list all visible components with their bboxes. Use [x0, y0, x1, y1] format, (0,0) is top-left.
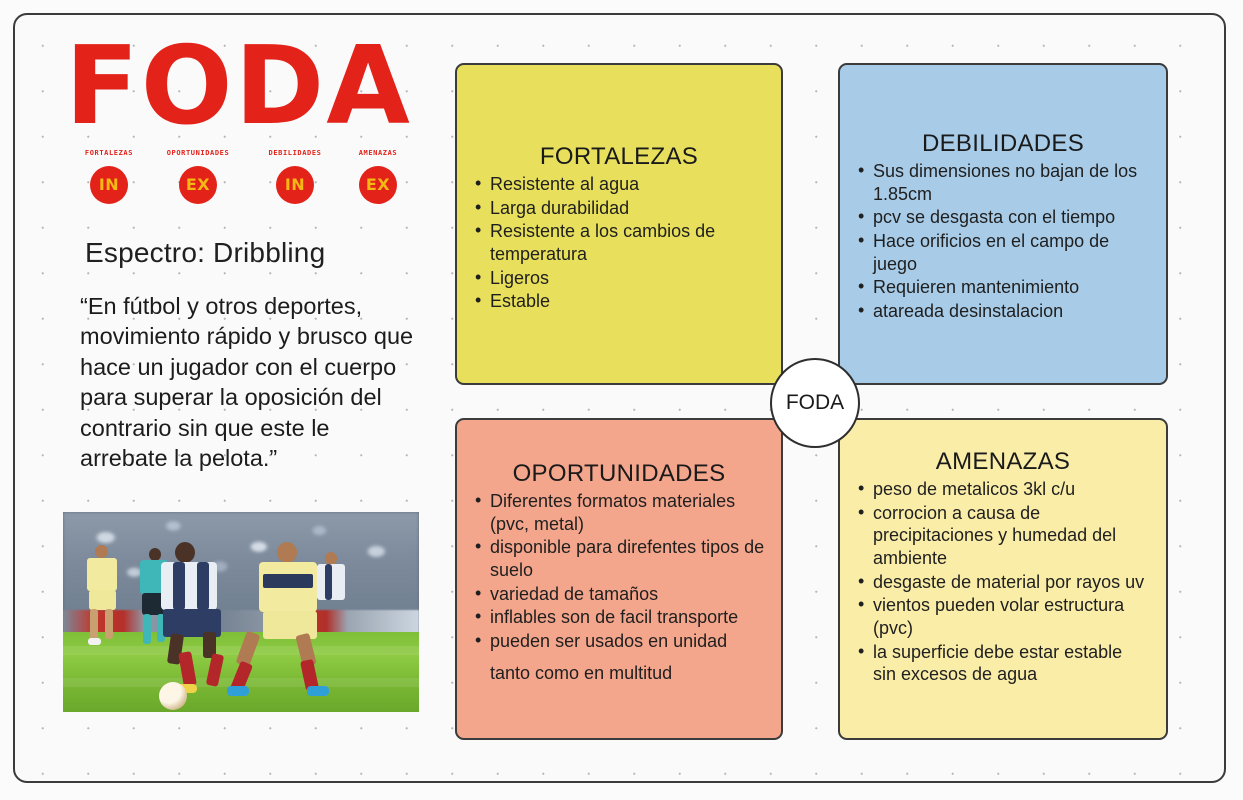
list-item: peso de metalicos 3kl c/u — [856, 477, 1150, 501]
photo-player-head — [325, 552, 337, 565]
photo-soccer-ball — [159, 682, 187, 710]
photo-player-leg — [105, 609, 113, 639]
photo-defender-boot — [227, 686, 249, 696]
subject-heading: Espectro: Dribbling — [85, 236, 326, 268]
photo-referee-shorts — [142, 593, 167, 615]
quadrant-title-fortalezas: FORTALEZAS — [539, 143, 699, 170]
list-item: la superficie debe estar estable sin exc… — [856, 640, 1150, 686]
photo-defender-boot — [307, 686, 329, 696]
legend-item-fortalezas[interactable]: Fortalezas IN — [63, 147, 155, 204]
photo-jersey-stripe — [197, 562, 209, 610]
legend-label-amenazas: Amenazas — [358, 146, 398, 158]
legend-badge-fortalezas: IN — [90, 165, 128, 204]
legend-label-fortalezas: Fortalezas — [84, 146, 134, 158]
list-item: inflables son de facil transporte — [473, 605, 765, 629]
quadrant-list-fortalezas: Resistente al agua Larga durabilidad Res… — [473, 172, 765, 313]
photo-player-boot — [88, 638, 101, 645]
list-item: vientos pueden volar estructura (pvc) — [856, 593, 1150, 639]
list-item: variedad de tamaños — [473, 582, 765, 606]
list-item-trailing: tanto como en multitud — [490, 662, 673, 683]
legend-badge-amenazas: EX — [359, 165, 397, 204]
quadrant-title-amenazas: AMENAZAS — [935, 448, 1071, 475]
photo-crowd — [63, 512, 419, 628]
quadrant-list-debilidades: Sus dimensiones no bajan de los 1.85cm p… — [856, 159, 1150, 323]
photo-player-shorts — [89, 590, 116, 610]
photo-main-player-head — [175, 542, 195, 563]
legend-badge-debilidades: IN — [276, 165, 314, 204]
legend-row: Fortalezas IN Oportunidades EX Debilidad… — [63, 147, 408, 221]
list-item: Hace orificios en el campo de juego — [856, 229, 1150, 275]
photo-defender-head — [277, 542, 297, 563]
legend-badge-oportunidades: EX — [179, 165, 217, 204]
list-item: pueden ser usados en unidad — [473, 629, 765, 653]
list-item: atareada desinstalacion — [856, 299, 1150, 323]
list-item: pcv se desgasta con el tiempo — [856, 205, 1150, 229]
quadrant-list-oportunidades: Diferentes formatos materiales (pvc, met… — [473, 489, 765, 684]
legend-label-debilidades: Debilidades — [268, 146, 322, 158]
legend-item-amenazas[interactable]: Amenazas EX — [335, 147, 421, 204]
legend-item-debilidades[interactable]: Debilidades IN — [247, 147, 343, 204]
photo-referee-leg — [143, 614, 151, 644]
photo-jersey-stripe — [173, 562, 185, 610]
subject-quote: “En fútbol y otros deportes, movimiento … — [80, 292, 414, 472]
photo-referee-head — [149, 548, 161, 561]
left-column: FODA Fortalezas IN Oportunidades EX Debi… — [63, 32, 428, 732]
quadrant-list-amenazas: peso de metalicos 3kl c/u corrocion a ca… — [856, 477, 1150, 686]
photo-player-leg — [90, 609, 98, 641]
legend-item-oportunidades[interactable]: Oportunidades EX — [143, 147, 253, 204]
quadrant-fortalezas[interactable]: FORTALEZAS Resistente al agua Larga dura… — [455, 63, 783, 385]
photo-referee-leg — [157, 614, 165, 642]
list-item: corrocion a causa de precipitaciones y h… — [856, 501, 1150, 570]
list-item: Estable — [473, 289, 765, 313]
list-item: Resistente a los cambios de temperatura — [473, 219, 765, 265]
photo-player-torso — [87, 558, 117, 591]
photo-player-head — [95, 545, 108, 558]
center-foda-node[interactable]: FODA — [770, 358, 860, 448]
list-item: Resistente al agua — [473, 172, 765, 196]
photo-main-player-leg — [203, 632, 216, 658]
photo-jersey-stripe — [325, 564, 332, 600]
quadrant-oportunidades[interactable]: OPORTUNIDADES Diferentes formatos materi… — [455, 418, 783, 740]
list-item: Sus dimensiones no bajan de los 1.85cm — [856, 159, 1150, 205]
list-item: disponible para direfentes tipos de suel… — [473, 535, 765, 581]
list-item: Larga durabilidad — [473, 196, 765, 220]
quadrant-title-debilidades: DEBILIDADES — [921, 130, 1085, 157]
quadrant-title-oportunidades: OPORTUNIDADES — [512, 460, 726, 487]
legend-label-oportunidades: Oportunidades — [166, 146, 230, 158]
soccer-match-photo — [63, 512, 419, 712]
list-item: Diferentes formatos materiales (pvc, met… — [473, 489, 765, 535]
list-item: desgaste de material por rayos uv — [856, 570, 1150, 594]
photo-defender-jersey-band — [263, 574, 313, 588]
page-title: FODA — [65, 24, 412, 149]
list-item: Ligeros — [473, 266, 765, 290]
photo-main-player-boot — [175, 684, 197, 693]
quadrant-debilidades[interactable]: DEBILIDADES Sus dimensiones no bajan de … — [838, 63, 1168, 385]
quadrant-amenazas[interactable]: AMENAZAS peso de metalicos 3kl c/u corro… — [838, 418, 1168, 740]
list-item: Requieren mantenimiento — [856, 275, 1150, 299]
